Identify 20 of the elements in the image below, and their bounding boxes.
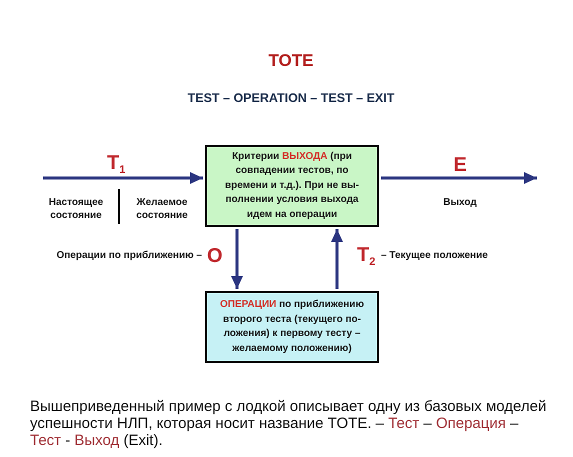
caption-text: Вышеприведенный пример с лодкой описывает одну из базовых моделей успешности НЛП, которая носит название TOTE. – Тест – Операция – Тест - Выход (Exit). — [30, 398, 548, 449]
process-box — [205, 145, 379, 227]
box-text: Критерии ВЫХОДА (при совпадении тестов, по времени и т.д.). При не вы-полнении условия выхода идем на операции — [224, 150, 360, 222]
edge-label: O — [207, 245, 223, 267]
arrow — [381, 172, 537, 184]
note-text: Операции по приближению – — [55, 249, 202, 262]
diagram-title: TOTE — [267, 51, 315, 71]
subtitle: TEST – OPERATION – TEST – EXIT — [186, 90, 396, 106]
edge-label: T$_{2}$ — [357, 244, 376, 270]
state-label: Настоящее состояние — [48, 196, 104, 222]
edge-label: E — [454, 154, 467, 176]
arrow — [43, 172, 203, 184]
box-text: ОПЕРАЦИИ по приближению второго теста (текущего по-ложения) к первому тесту – желаемому положению) — [218, 298, 365, 356]
edge-label: T$_{1}$ — [107, 152, 126, 178]
state-label: Желаемое состояние — [135, 196, 189, 222]
note-text: – Текущее положение — [381, 249, 489, 262]
exit-label: Выход — [442, 196, 478, 209]
arrow — [331, 229, 343, 289]
arrow — [231, 229, 243, 289]
process-box — [205, 291, 379, 363]
